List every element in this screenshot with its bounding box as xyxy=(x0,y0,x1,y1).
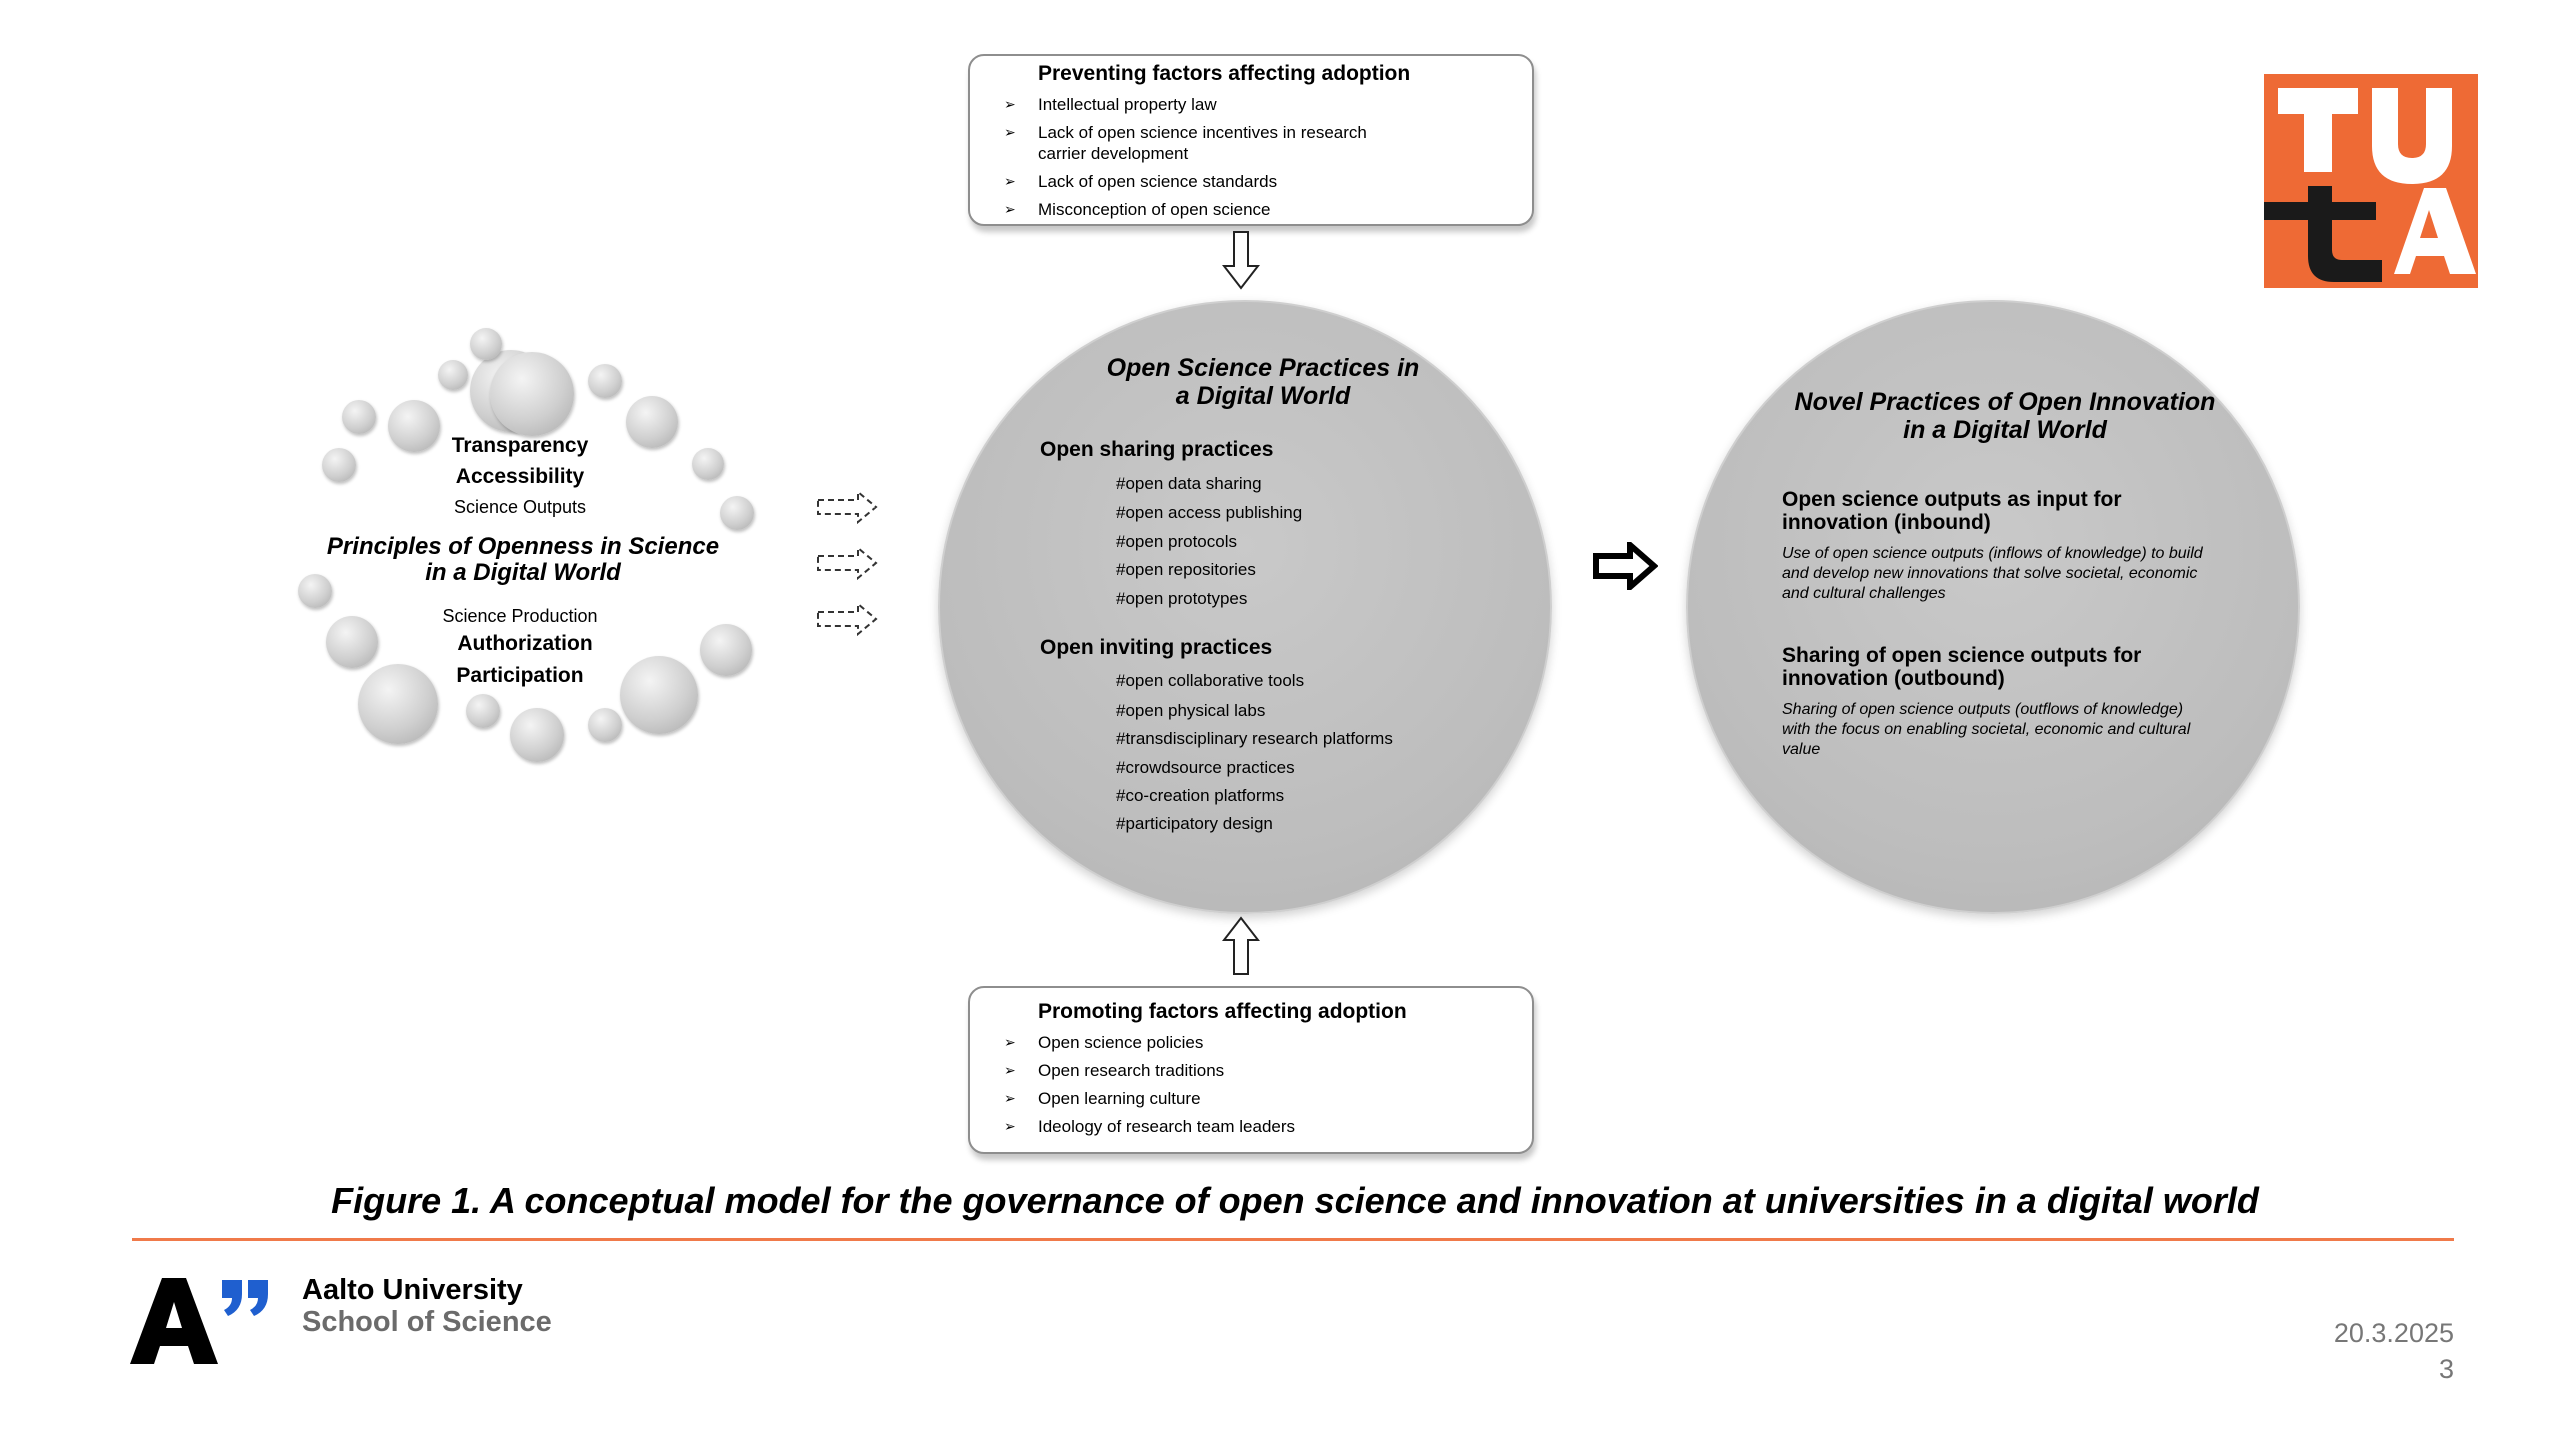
preventing-item: ➢Lack of open science incentives in rese… xyxy=(1004,123,1367,163)
inviting-item: #co-creation platforms xyxy=(1116,786,1285,805)
sharing-title: Open sharing practices xyxy=(1040,438,1274,461)
aalto-logo xyxy=(130,1278,268,1364)
outbound-description: Sharing of open science outputs (outflow… xyxy=(1782,701,2191,758)
sharing-item: #open data sharing xyxy=(1116,474,1262,493)
bubble xyxy=(720,496,754,530)
promoting-factors-box: Promoting factors affecting adoption ➢Op… xyxy=(968,986,1534,1154)
bubble xyxy=(342,400,376,434)
bubble xyxy=(490,352,574,436)
dashed-arrow-icon xyxy=(817,546,878,580)
inviting-item: #transdisciplinary research platforms xyxy=(1116,729,1393,748)
bubble xyxy=(700,624,752,676)
inviting-item: #crowdsource practices xyxy=(1116,758,1295,777)
preventing-title: Preventing factors affecting adoption xyxy=(1038,62,1411,85)
preventing-item: ➢Lack of open science standards xyxy=(1004,172,1278,191)
preventing-item: ➢Intellectual property law xyxy=(1004,95,1217,114)
principle-accessibility: Accessibility xyxy=(455,465,585,488)
open-science-practices-circle xyxy=(938,300,1552,914)
promoting-title: Promoting factors affecting adoption xyxy=(1038,1000,1407,1023)
right-arrow-icon xyxy=(1593,542,1658,590)
bubble xyxy=(466,694,500,728)
bubble xyxy=(322,448,356,482)
up-arrow-icon xyxy=(1222,916,1260,975)
dashed-arrow-icon xyxy=(817,490,878,524)
university-name: Aalto University xyxy=(302,1274,523,1306)
slide-number: 3 xyxy=(2438,1354,2454,1384)
open-innovation-circle xyxy=(1686,300,2300,914)
bubble xyxy=(588,708,622,742)
innovation-title: Novel Practices of Open Innovation in a … xyxy=(1794,388,2216,444)
inviting-item: #open physical labs xyxy=(1116,701,1266,720)
bubble xyxy=(326,616,378,668)
inbound-description: Use of open science outputs (inflows of … xyxy=(1782,545,2203,602)
bubble xyxy=(620,656,698,734)
outbound-title: Sharing of open science outputs for inno… xyxy=(1782,644,2142,690)
tuta-logo xyxy=(2256,74,2478,288)
bubble xyxy=(358,664,438,744)
promoting-item: ➢Ideology of research team leaders xyxy=(1004,1117,1296,1136)
principle-transparency: Transparency xyxy=(451,434,589,457)
preventing-factors-box: Preventing factors affecting adoption ➢I… xyxy=(968,54,1534,226)
inbound-title: Open science outputs as input for innova… xyxy=(1782,488,2122,534)
principles-title: Principles of Openness in Science in a D… xyxy=(326,533,720,586)
slide-date: 20.3.2025 xyxy=(2333,1318,2454,1348)
promoting-item: ➢Open science policies xyxy=(1004,1033,1204,1052)
bubble xyxy=(588,364,622,398)
bubble xyxy=(388,400,440,452)
bubble xyxy=(692,448,724,480)
bubble xyxy=(510,708,564,762)
bubble xyxy=(626,396,678,448)
inviting-item: #participatory design xyxy=(1116,814,1273,833)
down-arrow-icon xyxy=(1222,231,1260,290)
bubble xyxy=(438,360,468,390)
tuta-logo-mark xyxy=(2256,74,2478,288)
promoting-item: ➢Open research traditions xyxy=(1004,1061,1225,1080)
principle-science-outputs: Science Outputs xyxy=(453,497,587,517)
sharing-item: #open access publishing xyxy=(1116,503,1303,522)
preventing-item: ➢Misconception of open science xyxy=(1004,200,1271,219)
bubble xyxy=(470,328,502,360)
promoting-item: ➢Open learning culture xyxy=(1004,1089,1201,1108)
inviting-title: Open inviting practices xyxy=(1040,636,1273,659)
practices-title: Open Science Practices in a Digital Worl… xyxy=(1106,354,1420,410)
footer-divider xyxy=(132,1238,2454,1241)
principle-participation: Participation xyxy=(456,664,584,687)
school-name: School of Science xyxy=(302,1306,552,1338)
sharing-item: #open repositories xyxy=(1116,560,1256,579)
principle-science-production: Science Production xyxy=(442,606,598,626)
dashed-arrow-icon xyxy=(817,602,878,636)
figure-caption: Figure 1. A conceptual model for the gov… xyxy=(331,1180,2259,1221)
principle-authorization: Authorization xyxy=(457,632,593,655)
sharing-item: #open protocols xyxy=(1116,532,1237,551)
sharing-item: #open prototypes xyxy=(1116,589,1248,608)
inviting-item: #open collaborative tools xyxy=(1116,671,1305,690)
bubble xyxy=(298,574,332,608)
